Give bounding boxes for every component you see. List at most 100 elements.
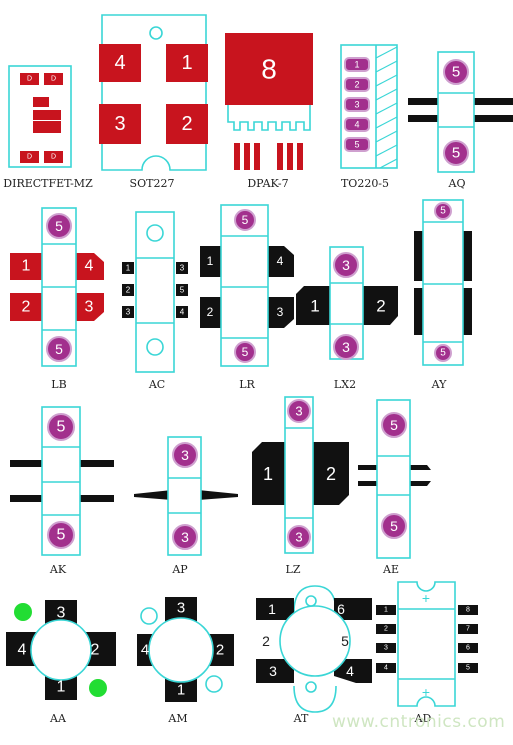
pad-label: 5 [55,218,63,234]
ac-footprint: 1 3 2 5 3 4 [122,211,188,373]
body-outline [397,581,456,707]
aq-footprint: 5 5 [408,51,513,173]
lead-pad [234,143,240,170]
pad-label: 4 [346,663,354,679]
lead-pad [344,77,370,92]
lead-pad [287,143,293,170]
body-outline [135,211,175,373]
green-dot [14,603,32,621]
package-label: DIRECTFET-MZ [3,177,93,190]
lead-pad [277,143,283,170]
pad-label: 2 [126,286,131,295]
pad-label: 5 [390,518,398,534]
pad-label: 5 [242,213,249,227]
mounting-hole [146,224,164,242]
pad-label: 5 [55,341,63,357]
pad-label: 3 [85,299,94,316]
pad-label: 8 [261,54,277,85]
pad-label: 2 [207,305,214,319]
body-outline [220,204,269,367]
pad-label: 5 [57,419,66,436]
pad [99,44,141,82]
pad [74,253,104,280]
pad-label: 5 [452,145,460,162]
body-outline [422,199,464,366]
pad-label: 1 [126,264,131,273]
plus-mark: + [422,684,430,700]
pad-label: 2 [384,626,388,633]
watermark: www.cntronics.com [332,712,506,732]
lb-footprint: 5 1 4 2 3 5 [10,207,104,367]
pad-label: 5 [57,527,66,544]
pad-label: 3 [295,404,302,419]
mounting-pad [46,213,72,239]
lead [134,490,172,500]
package-label: AC [148,378,166,391]
body-outline [8,65,72,168]
pad-label: 1 [207,254,214,268]
mounting-pad [234,341,256,363]
pad-label: D [51,76,56,83]
mounting-hole [205,675,223,693]
pad [33,121,61,133]
pad-label: 5 [242,345,249,359]
pad [10,293,44,321]
pad-label: 2 [22,299,31,316]
pad-label: 1 [310,297,319,316]
pad-label: 3 [114,113,125,135]
pad-label: 2 [262,633,270,649]
body-outline [227,105,311,131]
mounting-pad [234,209,256,231]
mounting-pad [333,252,359,278]
pad [176,262,188,274]
pad-label: 2 [181,113,192,135]
pad [268,297,294,328]
pad [176,306,188,318]
mounting-pad [434,202,452,220]
package-label: AY [431,378,447,391]
pad [296,286,331,325]
ap-footprint: 3 3 [134,436,238,556]
ay-footprint: 5 5 [414,199,472,366]
pad-label: 2 [354,80,359,90]
pad-label: 3 [126,308,131,317]
pad-label: 1 [57,679,66,696]
heatsink-hatch [375,46,398,169]
sot227-footprint: 4 1 3 2 [99,14,208,171]
mounting-hole [305,681,317,693]
mounting-hole [305,595,317,607]
mounting-hole [146,338,164,356]
mounting-pad [47,413,75,441]
dpak-7-footprint: 8 [225,33,313,170]
pad-label: 3 [181,529,189,545]
package-label: LX2 [333,378,357,391]
aa-footprint: 3 4 2 1 [6,600,116,700]
pad-label: D [27,76,32,83]
pad-label: 1 [268,601,276,617]
pad-label: 6 [337,601,345,617]
pad-label: 1 [354,60,359,70]
pad-label: 5 [440,206,446,217]
pad [376,605,396,615]
pad-label: 4 [180,308,185,317]
pad-label: 1 [263,464,273,484]
pad-label: 2 [216,642,224,659]
pad-label: 6 [466,645,470,652]
pad-label: 5 [354,140,359,150]
pad-label: 3 [57,605,66,622]
pad-label: 3 [354,100,359,110]
lr-footprint: 5 1 4 2 3 5 [200,204,294,367]
pad-label: 3 [342,257,350,273]
lead-pad [344,57,370,72]
plus-mark: + [422,590,430,606]
pad [44,73,63,85]
pad-label: 3 [384,645,388,652]
pad [458,643,478,653]
pad [458,605,478,615]
tab-pad [225,33,313,105]
pad-label: 3 [277,305,284,319]
pad [74,293,104,321]
pad [376,663,396,673]
ak-footprint: 5 5 [10,406,114,556]
